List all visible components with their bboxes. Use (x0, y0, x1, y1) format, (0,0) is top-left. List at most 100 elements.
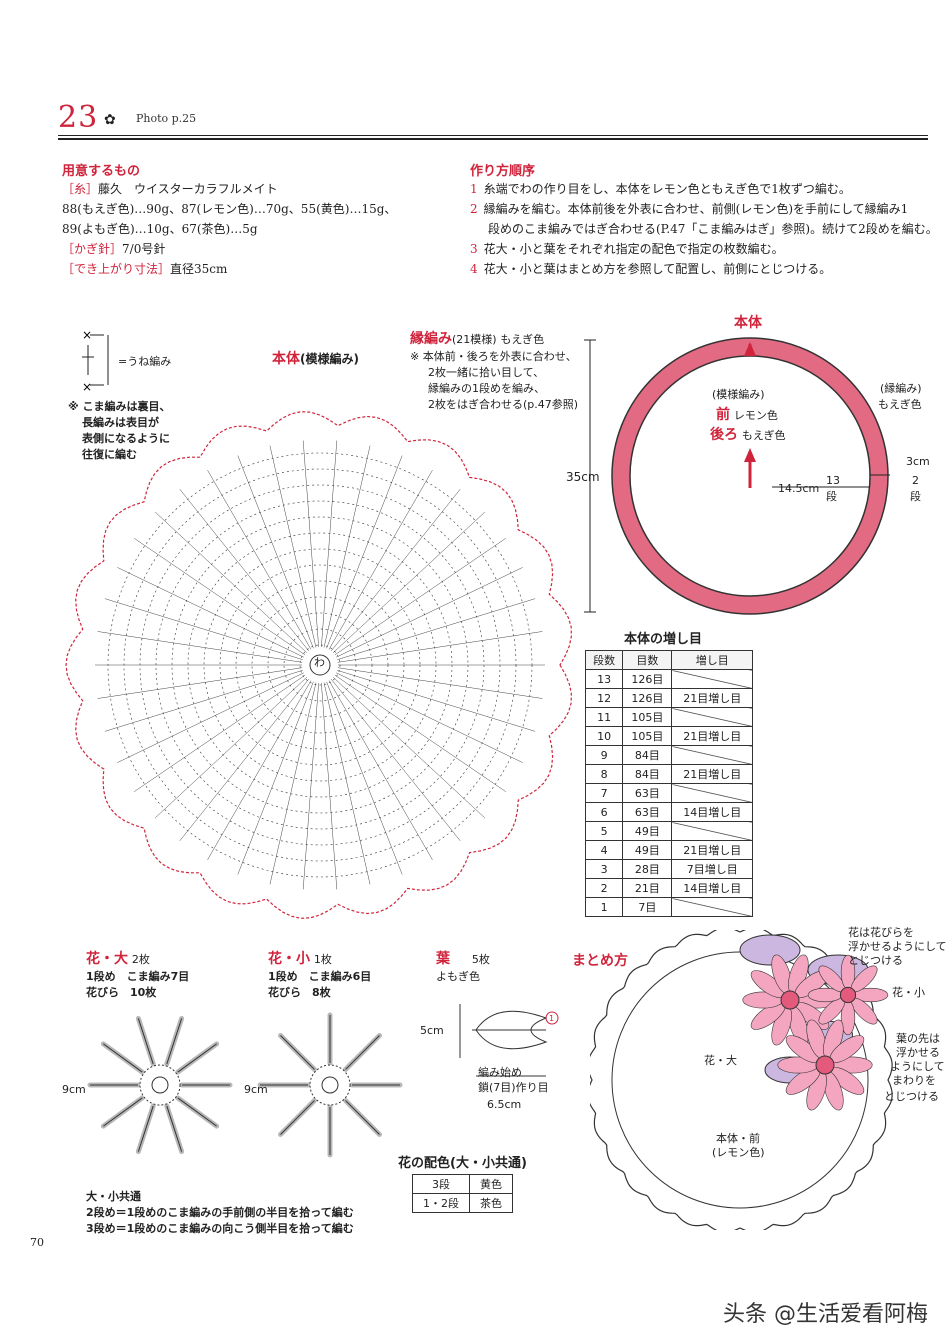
table-cell (671, 783, 753, 803)
table-row: 1・2段茶色 (412, 1193, 513, 1213)
leaf-start1: 編み始め (478, 1066, 522, 1079)
step-text: 段めのこま編みではぎ合わせる(P.47「こま編みはぎ」参照)。続けて2段めを編む… (488, 222, 938, 236)
stitch-spoke (331, 678, 461, 842)
table-cell: 84目 (622, 745, 673, 765)
stitch-spoke (336, 567, 523, 658)
step-number: 1 (470, 182, 478, 196)
table-header: 目数 (622, 650, 673, 670)
hook-label: ［かぎ針］ (62, 242, 123, 256)
step-number: 2 (470, 202, 478, 216)
table-cell (671, 897, 753, 917)
table-cell: 7目増し目 (671, 859, 753, 879)
stitch-spoke (326, 681, 403, 875)
stitch-spoke (117, 672, 304, 763)
assembly-large: 花・大 (704, 1054, 737, 1067)
stitch-spoke (336, 672, 523, 763)
assembly-body1: 本体・前 (716, 1132, 760, 1145)
flower-small-chart (257, 1012, 403, 1158)
assembly-leaf (739, 934, 801, 966)
assembly-flower-center (815, 1055, 835, 1075)
stitch-spoke (337, 631, 543, 663)
une-stitch-symbol: × × (82, 328, 109, 394)
table-cell: 21目増し目 (671, 688, 753, 708)
page-number: 70 (30, 1236, 44, 1249)
stitch-spoke (179, 678, 309, 842)
legend-note2: 長編みは表目が (82, 416, 159, 429)
yarn-line3: 89(よもぎ色)…10g、67(茶色)…5g (62, 222, 258, 236)
common-notes: 大・小共通 2段め＝1段めのこま編みの手前側の半目を拾って編む 3段め＝1段めの… (86, 1190, 354, 1235)
stitch-spoke (302, 440, 319, 648)
table-cell: 28目 (622, 859, 673, 879)
une-label: =うね編み (118, 355, 172, 368)
assembly-note1: 花は花びらを (848, 926, 914, 939)
flower-large-chart (87, 1015, 233, 1155)
stitch-spoke (337, 667, 543, 699)
table-cell: 6 (584, 802, 624, 822)
flower-ring (151, 1076, 169, 1094)
step-item: 段めのこま編みではぎ合わせる(P.47「こま編みはぎ」参照)。続けて2段めを編む… (470, 219, 940, 239)
table-header: 段数 (584, 650, 624, 670)
ring-title: 本体 (734, 315, 762, 331)
stitch-spoke (97, 631, 303, 663)
table-cell: 1 (584, 897, 624, 917)
ring-back: 後ろ もえぎ色 (710, 427, 786, 443)
chart-center-wa: わ (314, 656, 325, 669)
table-cell: 126目 (622, 669, 673, 689)
table-cell: 49目 (622, 840, 673, 860)
stitch-spoke (334, 674, 507, 792)
table-cell: 10 (584, 726, 624, 746)
leaf-chart: 1 (459, 1004, 559, 1077)
table-cell: 49目 (622, 821, 673, 841)
table-row: 3段黄色 (412, 1174, 513, 1194)
yarn-label: ［糸］ (62, 182, 99, 196)
table-cell: 11 (584, 707, 624, 727)
table-cell: 9 (584, 745, 624, 765)
ring-pattern: (模様編み) (712, 388, 765, 401)
yarn-value: 藤久 ウイスターカラフルメイト (98, 182, 278, 196)
leaf-height: 5cm (420, 1024, 444, 1037)
step-text: 縁編みを編む。本体前後を外表に合わせ、前側(レモン色)を手前にして縁編み1 (483, 202, 909, 216)
stitch-spoke (337, 670, 536, 732)
center-ring (309, 654, 331, 676)
assembly-leaf3: ようにして (890, 1060, 945, 1073)
edge-note: 縁編み(21模様) もえぎ色 ※ 本体前・後ろを外表に合わせ、 2枚一緒に拾い目… (410, 331, 579, 411)
step-number (470, 222, 482, 236)
stitch-spoke (154, 677, 307, 819)
table-cell: 14目増し目 (671, 878, 753, 898)
table-cell: 黄色 (469, 1174, 513, 1194)
stitch-spoke (237, 455, 314, 649)
stitch-spoke (328, 680, 433, 860)
assembly-diagram (590, 930, 893, 1230)
size-label: ［でき上がり寸法］ (62, 262, 171, 276)
table-cell (671, 707, 753, 727)
leaf-header: 葉 5枚 よもぎ色 (436, 951, 490, 983)
stitch-spoke (97, 667, 303, 699)
header-rule-thick (58, 138, 928, 140)
table-cell: 14目増し目 (671, 802, 753, 822)
scalloped-edge (65, 411, 572, 919)
table-cell: 7目 (622, 897, 673, 917)
stitch-spoke (269, 445, 317, 648)
petal-line (166, 1018, 183, 1065)
stitch-spoke (154, 511, 307, 653)
step-number: 3 (470, 242, 478, 256)
petal-line (103, 1043, 143, 1073)
assembly-body2: (レモン色) (712, 1146, 765, 1159)
table-cell (671, 669, 753, 689)
table-cell: 4 (584, 840, 624, 860)
assembly-body-outline (590, 930, 893, 1230)
leaf-start2: 鎖(7目)作り目 (478, 1081, 549, 1094)
petal-line (280, 1035, 315, 1070)
table-cell: 21目 (622, 878, 673, 898)
ring-radius: 14.5cm (778, 482, 820, 495)
assembly-leaf4: まわりを (892, 1074, 936, 1087)
petal-line (137, 1105, 154, 1152)
